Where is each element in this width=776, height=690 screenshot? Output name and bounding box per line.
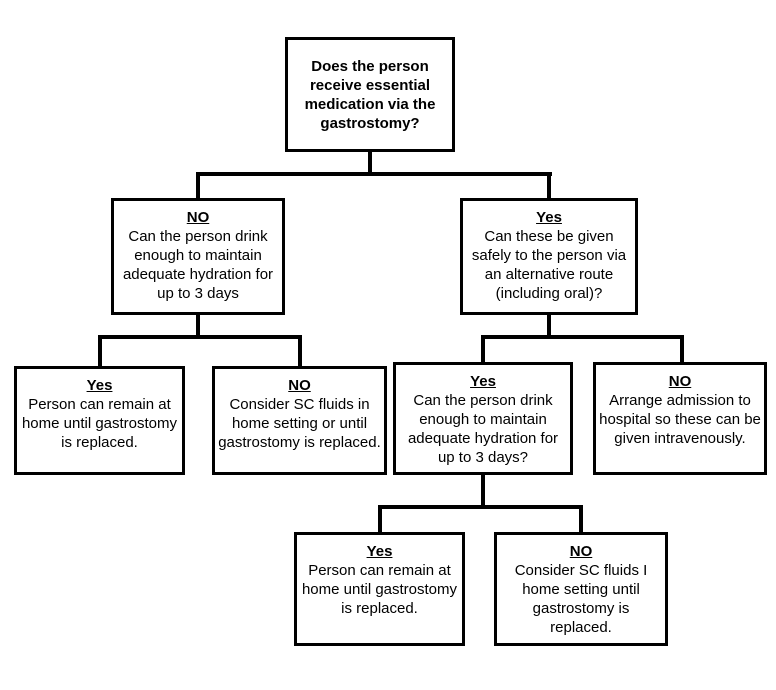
node-yes-yes-no-outcome: NO Consider SC fluids I home setting unt… [494,532,668,646]
node-yes-no-outcome: NO Arrange admission to hospital so thes… [593,362,767,475]
node-yes-branch: Yes Can these be given safely to the per… [460,198,638,315]
node-no-yes-label: Yes [86,377,113,394]
connector-yes-yes-crossbar [378,505,583,509]
connector-no-branch-stem [196,315,200,338]
connector-to-yes-yes-no [579,505,583,532]
node-yes-yes-yes-outcome: Yes Person can remain at home until gast… [294,532,465,646]
node-yes-branch-label: Yes [536,209,562,226]
connector-to-yes-branch [547,172,551,198]
node-no-yes-text: Person can remain at home until gastrost… [21,396,178,451]
connector-root-stem [368,152,372,175]
node-root-question: Does the person receive essential medica… [285,37,455,152]
node-no-no-text: Consider SC fluids in home setting or un… [218,396,381,451]
node-yes-yes-text: Can the person drink enough to maintain … [407,392,559,466]
node-no-branch-label: NO [186,209,210,226]
node-root-text: Does the person receive essential medica… [304,57,436,132]
node-yes-no-text: Arrange admission to hospital so these c… [599,392,761,447]
node-no-yes-outcome: Yes Person can remain at home until gast… [14,366,185,475]
connector-yes-branch-crossbar [481,335,684,339]
connector-no-branch-crossbar [98,335,302,339]
connector-to-yes-no [680,335,684,362]
node-yes-yes-label: Yes [470,373,496,390]
connector-to-no-branch [196,172,200,198]
node-yes-yes-no-label: NO [569,543,593,560]
node-yes-branch-text: Can these be given safely to the person … [471,228,627,302]
connector-to-yes-yes-yes [378,505,382,532]
node-yes-yes-yes-text: Person can remain at home until gastrost… [301,562,458,617]
connector-root-crossbar [196,172,552,176]
node-yes-yes-no-text: Consider SC fluids I home setting until … [514,562,648,636]
node-no-no-outcome: NO Consider SC fluids in home setting or… [212,366,387,475]
node-yes-yes-question: Yes Can the person drink enough to maint… [393,362,573,475]
node-no-branch-text: Can the person drink enough to maintain … [122,228,274,302]
connector-to-no-yes [98,335,102,366]
connector-yes-branch-stem [547,315,551,338]
node-yes-no-label: NO [668,373,692,390]
node-no-no-label: NO [288,377,311,394]
connector-yes-yes-stem [481,475,485,508]
connector-to-no-no [298,335,302,366]
node-yes-yes-yes-label: Yes [366,543,393,560]
node-no-branch: NO Can the person drink enough to mainta… [111,198,285,315]
connector-to-yes-yes [481,335,485,362]
